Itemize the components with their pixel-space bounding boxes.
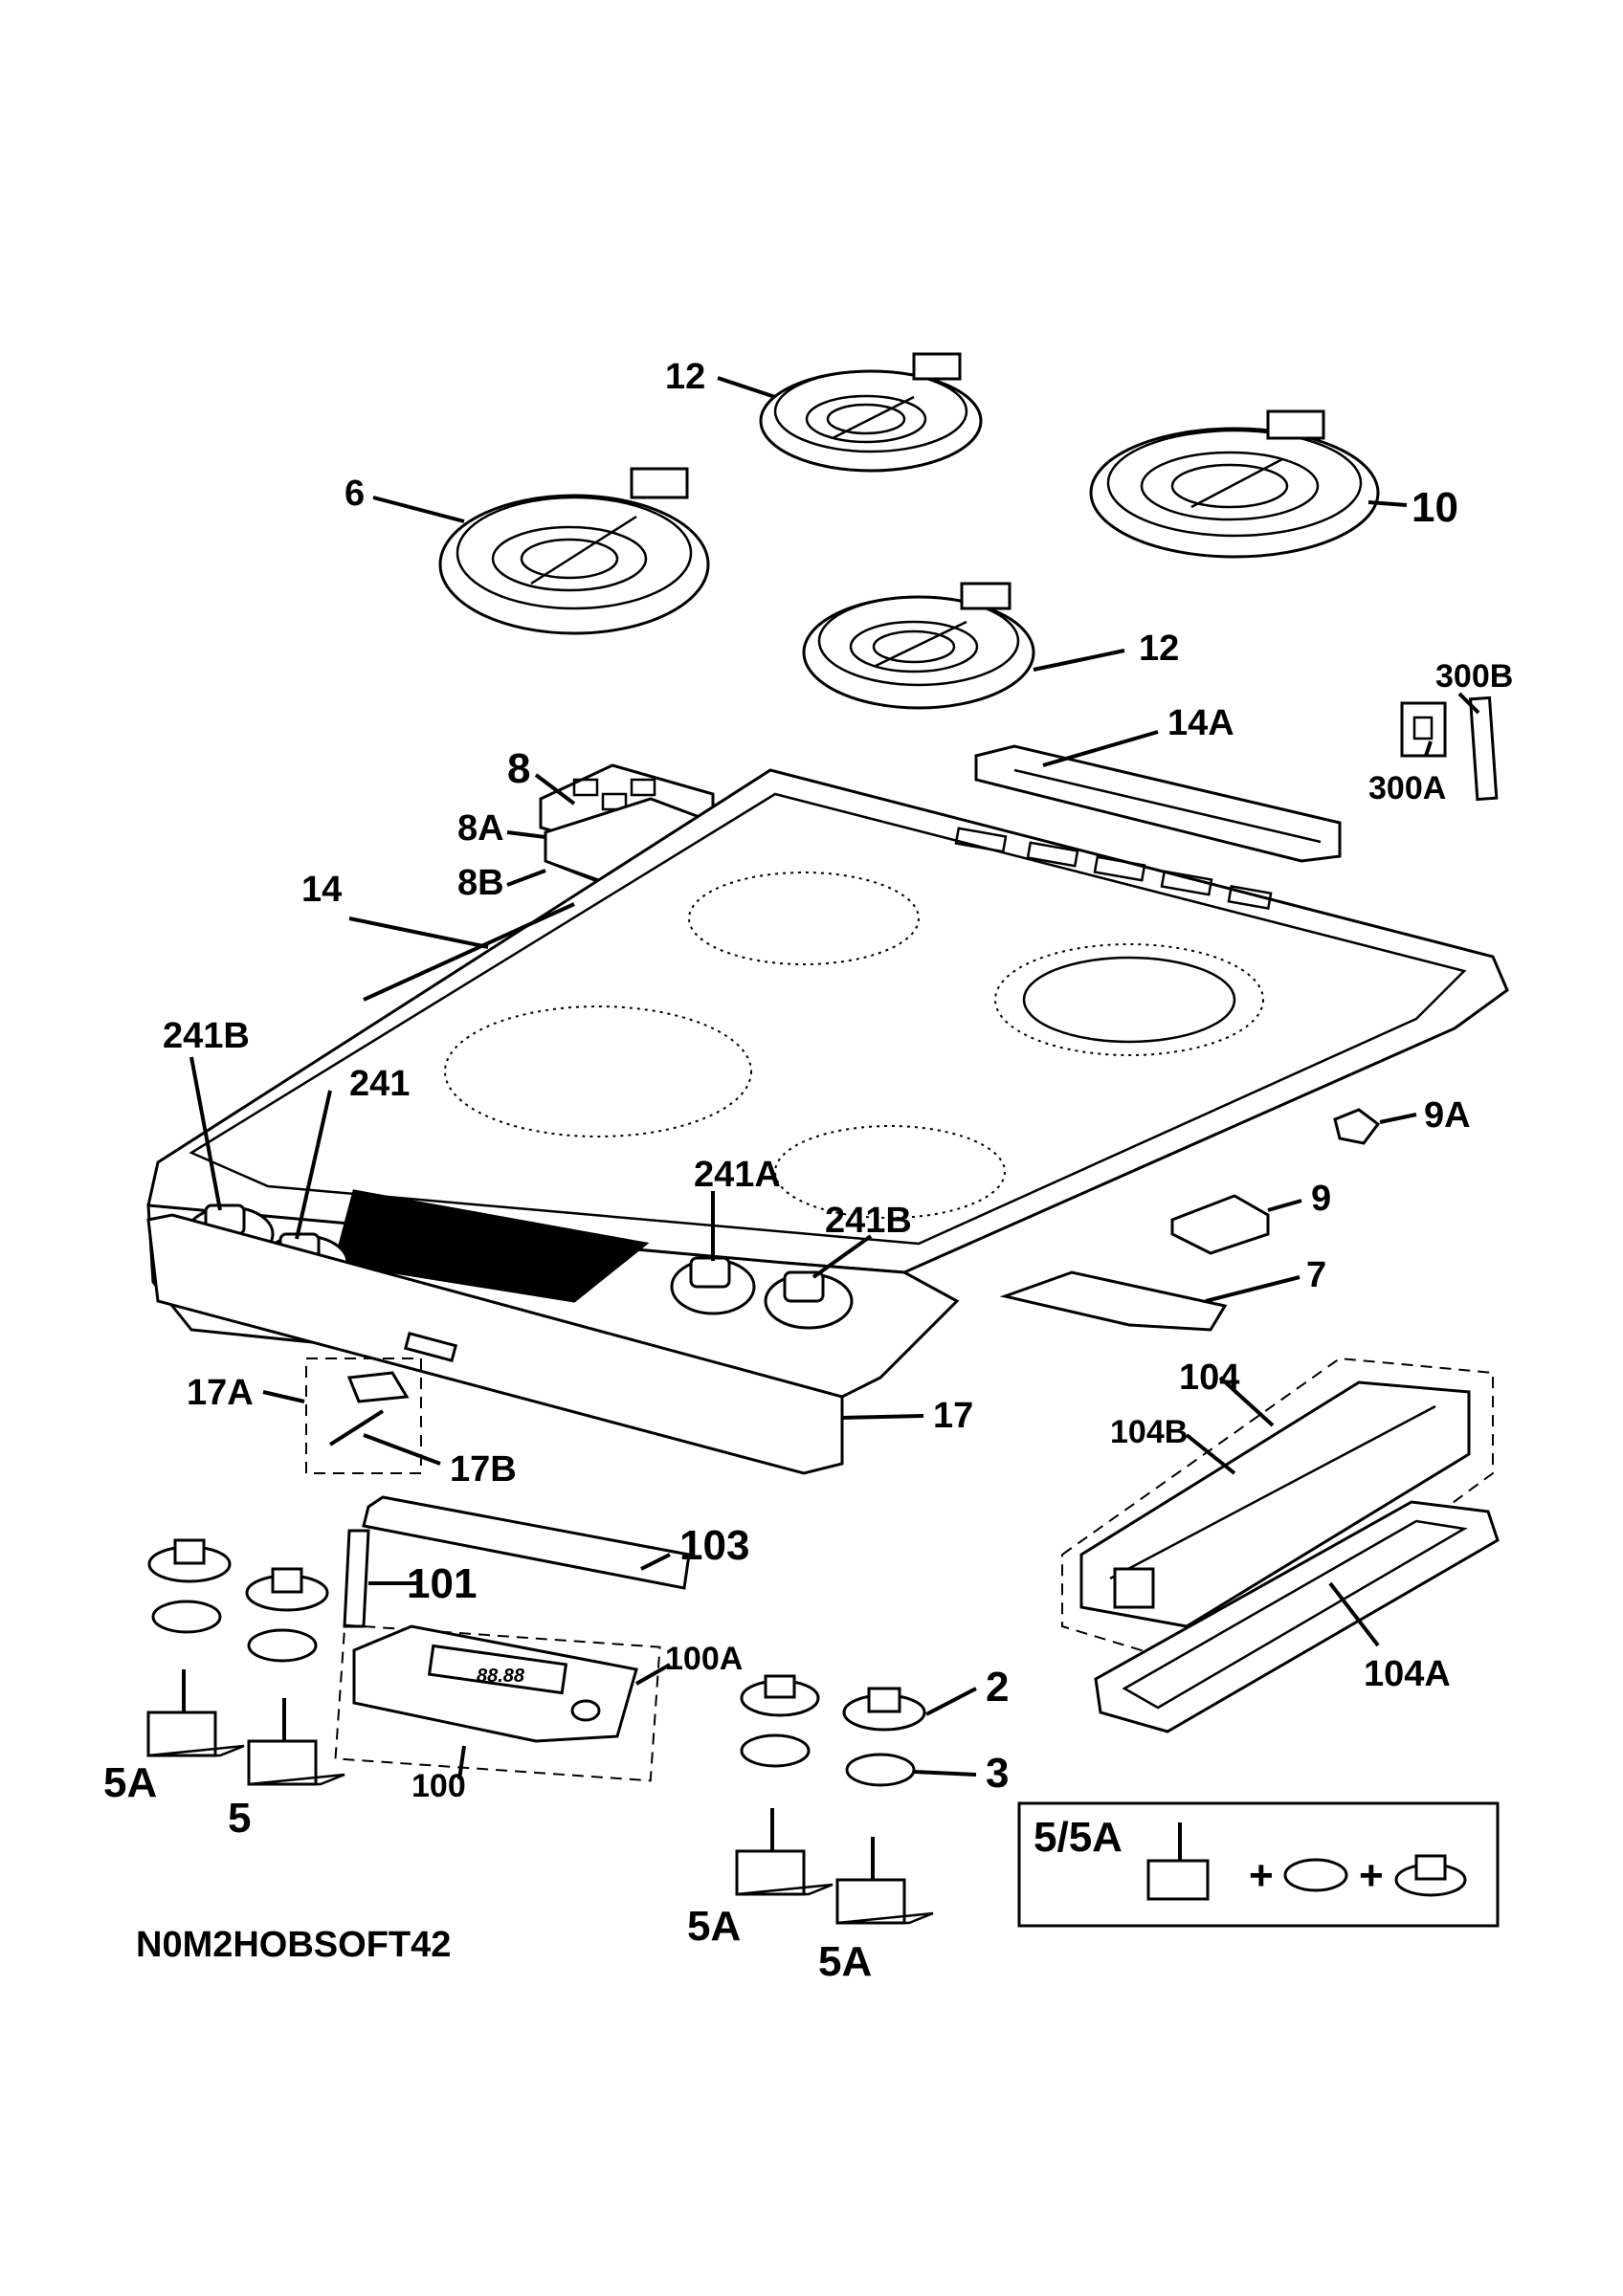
label-14a: 14A — [1167, 703, 1234, 743]
label-100: 100 — [411, 1768, 466, 1804]
label-10: 10 — [1412, 484, 1458, 531]
board-103 — [362, 1495, 691, 1590]
bracket-300b — [1468, 695, 1499, 802]
legend-plus-2: + — [1359, 1852, 1384, 1899]
label-101: 101 — [407, 1560, 477, 1607]
trim-strip-14a — [974, 744, 1342, 863]
sensor-group-17a-17b — [305, 1358, 422, 1474]
ribbon-101 — [343, 1529, 370, 1628]
label-17: 17 — [933, 1396, 973, 1436]
cover-104a — [1094, 1500, 1500, 1733]
knob-seats-left — [147, 1538, 329, 1663]
label-300b: 300B — [1435, 658, 1513, 695]
glass-cooktop-14 — [146, 768, 1509, 1274]
label-8a: 8A — [457, 808, 504, 849]
bracket-7 — [999, 1270, 1228, 1332]
label-6: 6 — [345, 474, 365, 514]
label-5-left: 5 — [228, 1795, 251, 1842]
label-241b-right: 241B — [825, 1201, 912, 1241]
label-104: 104 — [1179, 1358, 1239, 1398]
label-241b-left: 241B — [163, 1016, 250, 1056]
clip-9a — [1333, 1108, 1381, 1145]
label-17a: 17A — [187, 1373, 254, 1413]
switch-5a-middle-1 — [735, 1808, 834, 1896]
label-5a-middle-2: 5A — [818, 1938, 872, 1985]
label-104a: 104A — [1364, 1654, 1451, 1694]
label-12-lower: 12 — [1139, 629, 1179, 669]
label-5a-middle-1: 5A — [687, 1903, 741, 1950]
knob-241b-right — [764, 1270, 854, 1330]
electronics-housing-104 — [1061, 1357, 1494, 1676]
knob-241a — [670, 1256, 756, 1315]
switch-5-left — [247, 1698, 345, 1786]
label-2: 2 — [986, 1664, 1009, 1711]
label-8: 8 — [507, 745, 530, 792]
label-9a: 9A — [1424, 1095, 1471, 1136]
front-trim-17 — [146, 1213, 844, 1475]
heating-element-12-top — [759, 352, 983, 473]
switch-5a-left — [146, 1669, 245, 1757]
label-104b: 104B — [1110, 1414, 1188, 1450]
label-241: 241 — [349, 1064, 410, 1104]
label-100a: 100A — [665, 1641, 743, 1677]
leader-lines — [189, 376, 1480, 1780]
label-8b: 8B — [457, 863, 504, 903]
label-17b: 17B — [450, 1449, 517, 1490]
label-241a: 241A — [694, 1155, 781, 1195]
legend-title: 5/5A — [1034, 1814, 1123, 1861]
heating-element-10 — [1089, 409, 1380, 559]
legend-plus-1: + — [1249, 1852, 1274, 1899]
knob-seats-middle — [740, 1674, 926, 1787]
label-5a-left: 5A — [103, 1759, 157, 1806]
label-12-top: 12 — [665, 357, 705, 397]
bracket-9 — [1170, 1194, 1270, 1255]
display-reading: 88.88 — [477, 1666, 525, 1687]
label-103: 103 — [679, 1522, 749, 1569]
heating-element-12-lower — [802, 582, 1035, 710]
display-board-100: 88.88 — [334, 1623, 661, 1782]
label-300a: 300A — [1368, 770, 1446, 806]
label-3: 3 — [986, 1750, 1009, 1797]
switch-5a-middle-2 — [835, 1837, 934, 1925]
bracket-300a — [1400, 701, 1447, 758]
diagram-code: N0M2HOBSOFT42 — [136, 1925, 451, 1965]
label-7: 7 — [1306, 1255, 1326, 1295]
label-14: 14 — [301, 870, 342, 910]
part-labels: 12 6 10 12 300B 300A 14A 8 8A 8B 14 241B… — [103, 357, 1513, 1985]
label-9: 9 — [1311, 1179, 1331, 1219]
heating-element-6 — [438, 467, 710, 635]
control-panel — [146, 1189, 960, 1399]
legend-box: 5/5A + + — [1017, 1801, 1500, 1928]
